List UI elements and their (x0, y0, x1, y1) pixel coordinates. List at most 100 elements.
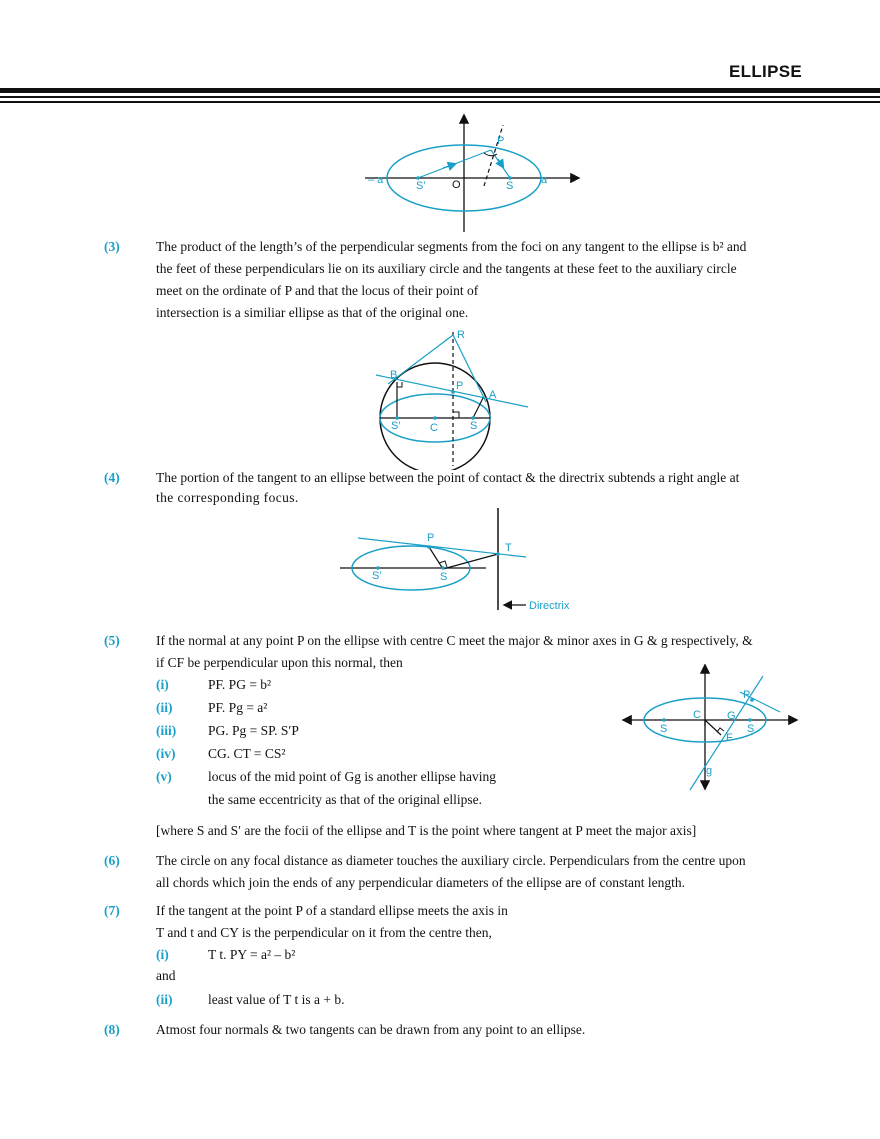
focal-p (428, 546, 444, 570)
text-line: The portion of the tangent to an ellipse… (156, 470, 740, 485)
label-b: B (390, 369, 397, 381)
label-s-prime: S (660, 723, 667, 735)
label-directrix: Directrix (529, 600, 570, 612)
sub-text: PG. Pg = SP. S′P (208, 723, 299, 738)
label-s: S (470, 420, 477, 432)
point-dot (395, 416, 399, 420)
figure-directrix-tangent: P T S′ S Directrix (340, 508, 570, 612)
text-line: all chords which join the ends of any pe… (156, 875, 685, 890)
label-g-cap: G (727, 710, 736, 722)
sub-text-continued: the same eccentricity as that of the ori… (208, 792, 483, 807)
item-number: (3) (104, 239, 120, 254)
item-number: (4) (104, 470, 120, 485)
figure-auxiliary-circle: R B P A S′ C S (375, 329, 529, 470)
label-c: C (430, 422, 438, 434)
and-text: and (156, 968, 176, 983)
tangent-line (739, 691, 781, 713)
sub-number: (ii) (156, 700, 173, 715)
text-line: the corresponding focus. (156, 490, 299, 505)
text-line: T and t and CY is the perpendicular on i… (156, 925, 492, 940)
sub-number: (i) (156, 677, 169, 692)
point-dot (748, 718, 752, 722)
tangent-at-a (452, 334, 487, 403)
point-dot (451, 390, 455, 394)
sub-number: (v) (156, 769, 172, 784)
label-neg-a: – a (368, 174, 384, 186)
sub-text: PF. PG = b² (208, 677, 272, 692)
sub-text: PF. Pg = a² (208, 700, 268, 715)
text-line: intersection is a similiar ellipse as th… (156, 305, 469, 320)
sub-number: (i) (156, 947, 169, 962)
figure-ellipse-foci-tangent: – a S′ O S a P (365, 113, 581, 232)
right-angle-mark (438, 560, 448, 568)
focus-s-dot (508, 176, 512, 180)
sub-number: (ii) (156, 992, 173, 1007)
point-dot (496, 552, 500, 556)
item-number: (7) (104, 903, 120, 918)
label-p: P (497, 135, 504, 147)
perp-cf (704, 719, 722, 736)
sub-text: locus of the mid point of Gg is another … (208, 769, 496, 784)
header-rule-thin-2 (0, 101, 880, 103)
sub-number: (iii) (156, 723, 177, 738)
item-number: (5) (104, 633, 120, 648)
label-s: S (747, 723, 754, 735)
label-s-prime: S′ (391, 420, 400, 432)
label-o: O (452, 179, 461, 191)
figure-normal-ellipse: P C G S S F g (621, 664, 799, 791)
right-angle-c (453, 411, 460, 418)
point-dot (471, 416, 475, 420)
label-t: T (505, 542, 512, 554)
point-dot (750, 698, 754, 702)
label-p: P (427, 532, 434, 544)
point-dot (662, 718, 666, 722)
label-p: P (456, 380, 463, 392)
label-r: R (457, 329, 465, 341)
text-line: The product of the length’s of the perpe… (156, 239, 747, 254)
label-s: S (506, 180, 513, 192)
label-a: A (489, 389, 497, 401)
normal-line (689, 675, 764, 791)
point-dot (433, 416, 437, 420)
text-line: Atmost four normals & two tangents can b… (156, 1022, 586, 1037)
text-line: if CF be perpendicular upon this normal,… (156, 655, 403, 670)
sub-number: (iv) (156, 746, 176, 761)
ellipse (351, 545, 471, 591)
label-f: F (726, 732, 733, 744)
item-number: (8) (104, 1022, 120, 1037)
arrow-on-ray-2 (495, 158, 505, 170)
text-line: meet on the ordinate of P and that the l… (156, 283, 479, 298)
arrow-on-ray-1 (442, 161, 458, 171)
label-a: a (541, 174, 548, 186)
label-s-prime: S′ (372, 570, 381, 582)
sub-text: T t. PY = a² – b² (208, 947, 296, 962)
point-dot (427, 545, 431, 549)
point-dot (441, 566, 445, 570)
label-p: P (743, 689, 750, 701)
point-dot (376, 566, 380, 570)
item-number: (6) (104, 853, 120, 868)
right-angle-mark (716, 727, 725, 733)
sub-text: CG. CT = CS² (208, 746, 286, 761)
ellipse (386, 144, 542, 212)
tangent-line (357, 537, 527, 558)
text-line: the feet of these perpendiculars lie on … (156, 261, 737, 276)
text-line: If the tangent at the point P of a stand… (156, 903, 508, 918)
label-g: g (706, 765, 712, 777)
text-line: The circle on any focal distance as diam… (156, 853, 746, 868)
focal-t (442, 553, 499, 570)
sub-text: least value of T t is a + b. (208, 992, 345, 1007)
header-rule-thick (0, 88, 880, 93)
label-c: C (693, 709, 701, 721)
page-title: ELLIPSE (729, 62, 802, 81)
label-s-prime: S′ (416, 180, 425, 192)
tangent-at-b (387, 334, 454, 385)
header-rule-thin-1 (0, 96, 880, 98)
perp-from-s (472, 397, 484, 419)
angle-mark (483, 152, 498, 157)
focus-s-prime-dot (416, 176, 420, 180)
text-line: If the normal at any point P on the elli… (156, 633, 753, 648)
ellipse (643, 697, 767, 743)
label-s: S (440, 571, 447, 583)
right-angle-b (397, 382, 403, 388)
